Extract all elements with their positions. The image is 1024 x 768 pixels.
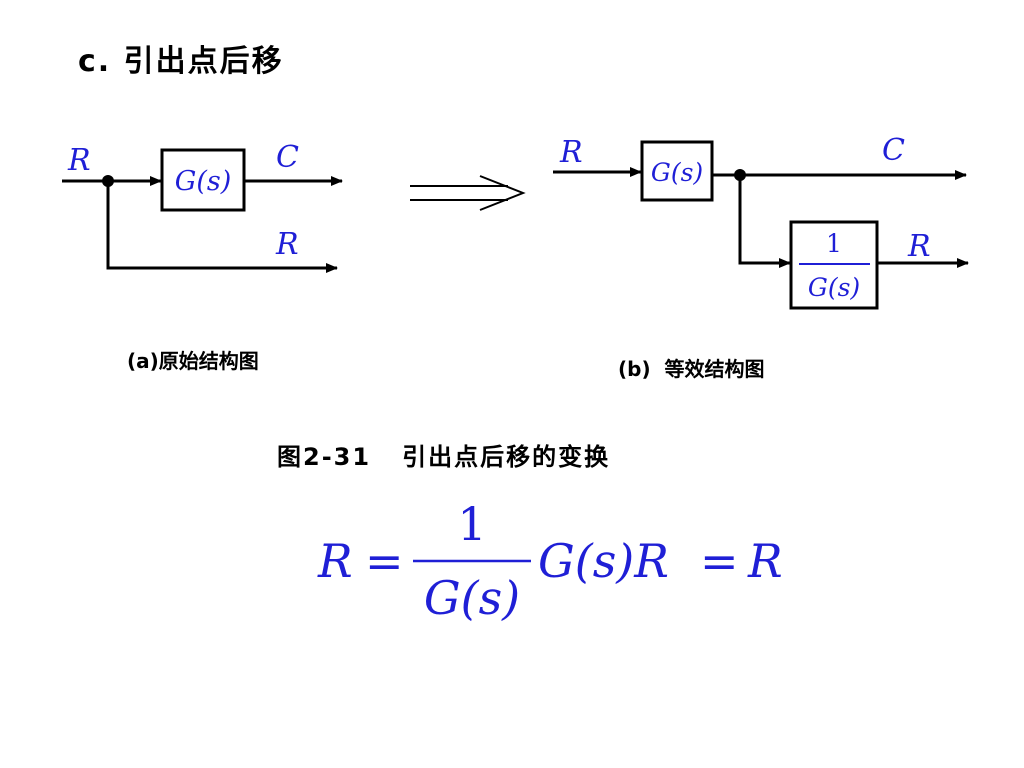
equation-equals-2: = (700, 534, 739, 588)
figure-caption: 图2-31 引出点后移的变换 (277, 443, 611, 471)
section-heading: c. 引出点后移 (78, 44, 284, 79)
diagram-b-inverse-denominator: G(s) (808, 273, 860, 302)
diagram-b-branch-label: R (907, 229, 931, 264)
caption-b: (b) 等效结构图 (618, 357, 765, 381)
equation: R = 1 G(s) G(s)R = R (317, 497, 783, 625)
diagram-b-inverse-numerator: 1 (826, 229, 842, 258)
diagram-a-branch-label: R (275, 227, 299, 262)
equation-numerator: 1 (457, 497, 486, 551)
diagram-a-block (160, 148, 246, 212)
diagram-b-feedback-arrow (738, 175, 791, 268)
diagram-a-block-label: G(s) (175, 166, 232, 197)
equation-lhs: R (317, 534, 353, 588)
diagram-a-branch-arrow (106, 181, 338, 273)
equation-equals-1: = (365, 534, 404, 588)
diagram-a-input-label: R (67, 143, 91, 178)
diagram-a: R G(s) C R (62, 140, 343, 273)
diagram-b-block (640, 140, 714, 202)
equation-product: G(s)R (538, 534, 669, 588)
equation-rhs: R (747, 534, 783, 588)
equation-denominator: G(s) (424, 571, 520, 625)
diagram-a-output-label: C (276, 140, 299, 175)
diagram-b-block-label: G(s) (651, 158, 703, 187)
transform-arrow (410, 175, 526, 211)
diagram-b-output-label: C (882, 133, 905, 168)
diagram-b-input-label: R (559, 135, 583, 170)
diagram-b: R G(s) C 1 G(s) R (553, 133, 969, 310)
caption-a: (a)原始结构图 (127, 349, 259, 373)
